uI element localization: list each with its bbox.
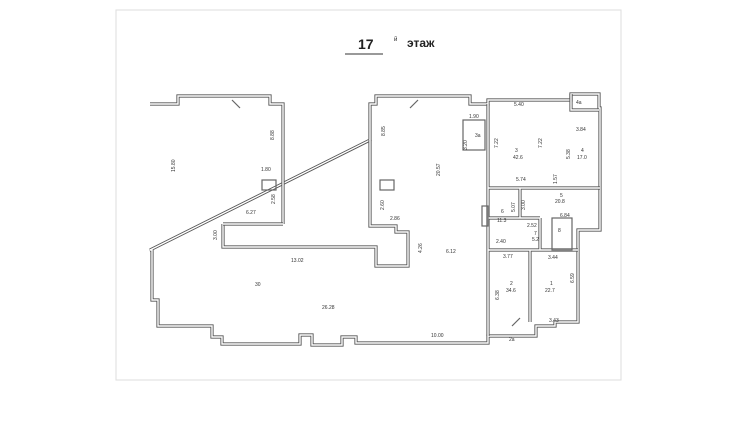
- label-area-5: 20.8: [555, 199, 565, 205]
- label-area-1: 22.7: [545, 288, 555, 294]
- label-room-8: 8: [558, 228, 561, 234]
- label-13-02: 13.02: [291, 258, 304, 264]
- label-2-86: 2.86: [390, 216, 400, 222]
- label-3-00-b: 3.00: [521, 200, 527, 210]
- label-3-44: 3.44: [548, 255, 558, 261]
- label-5-40: 5.40: [514, 102, 524, 108]
- label-room-1: 1: [550, 281, 553, 287]
- door-swings: [231, 99, 521, 327]
- label-6-27: 6.27: [246, 210, 256, 216]
- label-5-38: 5.38: [566, 149, 572, 159]
- floor-word: этаж: [407, 36, 435, 50]
- label-6-38: 6.38: [495, 290, 501, 300]
- label-15-80: 15.80: [171, 159, 177, 172]
- floor-suffix: й: [394, 36, 397, 43]
- outer-walls: [149, 92, 602, 347]
- label-2-60: 2.60: [380, 200, 386, 210]
- label-area-2: 34.6: [506, 288, 516, 294]
- label-5-74: 5.74: [516, 177, 526, 183]
- label-area-6: 11.3: [497, 218, 507, 224]
- label-area-4: 17.0: [577, 155, 587, 161]
- label-3-43: 3.43: [549, 318, 559, 324]
- label-room-6: 6: [501, 209, 504, 215]
- floor-number: 17: [358, 36, 374, 52]
- label-20-57: 20.57: [436, 163, 442, 176]
- label-1-57: 1.57: [553, 174, 559, 184]
- label-3-77: 3.77: [503, 254, 513, 260]
- label-room-4: 4: [581, 148, 584, 154]
- label-6-59: 6.59: [570, 273, 576, 283]
- label-area-7: 5.2: [532, 237, 539, 243]
- niche: [481, 205, 489, 227]
- label-area-3: 42.6: [513, 155, 523, 161]
- dimension-labels: 15.80 8.88 1.80 2.58 6.27 3.00 13.02 30 …: [171, 100, 587, 343]
- label-4-26: 4.26: [418, 243, 424, 253]
- label-room-5: 5: [560, 193, 563, 199]
- label-room-4a: 4a: [576, 100, 582, 106]
- sheet-frame: [115, 9, 622, 381]
- label-8-85: 8.85: [381, 126, 387, 136]
- label-room-2: 2: [510, 281, 513, 287]
- label-room-2a: 2a: [509, 337, 515, 343]
- label-3-20: 3.20: [463, 140, 469, 150]
- label-7-22-b: 7.22: [538, 138, 544, 148]
- shaft-left: [261, 179, 277, 191]
- label-26-28: 26.28: [322, 305, 335, 311]
- label-6-84: 6.84: [560, 213, 570, 219]
- label-8-88: 8.88: [270, 130, 276, 140]
- corridor-walls: [221, 140, 410, 268]
- label-room-3: 3: [515, 148, 518, 154]
- shaft-right: [379, 179, 395, 191]
- label-7-22-a: 7.22: [494, 138, 500, 148]
- label-1-80: 1.80: [261, 167, 271, 173]
- label-3-84: 3.84: [576, 127, 586, 133]
- label-1-90: 1.90: [469, 114, 479, 120]
- label-room-30: 30: [255, 282, 261, 288]
- label-2-40: 2.40: [496, 239, 506, 245]
- label-10-00: 10.00: [431, 333, 444, 339]
- room-3a-outline: [462, 119, 486, 151]
- label-3-00: 3.00: [213, 230, 219, 240]
- label-room-3a: 3a: [475, 133, 481, 139]
- label-5-07: 5.07: [511, 202, 517, 212]
- room-8-outline: [551, 217, 573, 251]
- label-2-58: 2.58: [271, 194, 277, 204]
- label-2-52: 2.52: [527, 223, 537, 229]
- label-room-7: 7: [534, 231, 537, 237]
- interior-walls: [462, 94, 600, 336]
- label-6-12: 6.12: [446, 249, 456, 255]
